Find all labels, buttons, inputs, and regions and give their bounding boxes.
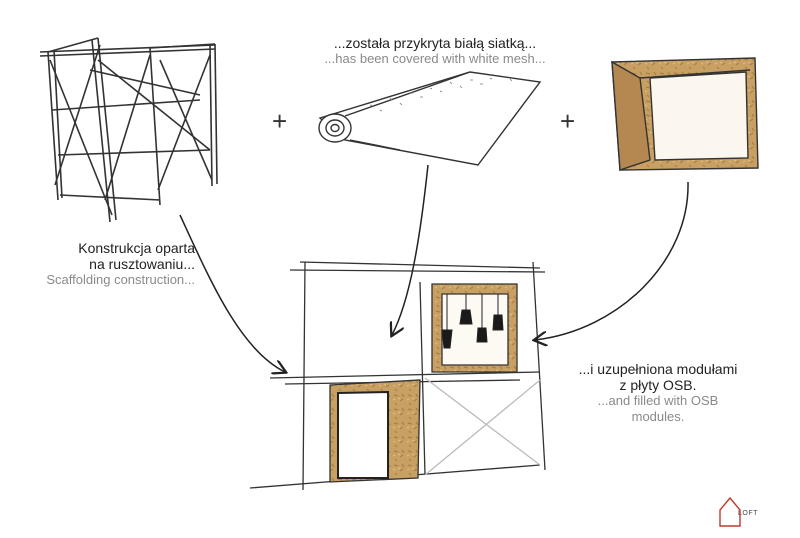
caption-scaffold-pl-1: Konstrukcja oparta [78, 240, 195, 256]
caption-scaffold-en: Scaffolding construction... [46, 272, 195, 287]
caption-mesh: ...została przykryta białą siatką... ...… [300, 35, 570, 67]
arrow-mesh [392, 164, 429, 335]
caption-osb-pl-1: ...i uzupełniona modułami [578, 361, 738, 377]
caption-scaffold-pl-2: na rusztowaniu... [89, 256, 195, 272]
scaffold-sketch [39, 37, 218, 223]
caption-mesh-pl: ...została przykryta białą siatką... [333, 35, 537, 51]
assembly-sketch [249, 261, 546, 491]
osb-cube-sketch [611, 57, 759, 171]
arrows [179, 164, 689, 372]
logo-text: LOFT [738, 510, 758, 517]
arrow-scaffold [179, 214, 285, 372]
caption-osb-pl-2: z płyty OSB. [619, 377, 697, 393]
caption-mesh-en: ...has been covered with white mesh... [324, 51, 546, 66]
caption-osb-en-2: modules. [631, 409, 685, 424]
arrow-osb [535, 181, 689, 340]
mesh-roll-sketch [318, 71, 542, 166]
caption-osb: ...i uzupełniona modułami z płyty OSB. .… [548, 361, 768, 425]
plus-sign-1: + [272, 106, 287, 136]
caption-osb-en-1: ...and filled with OSB [597, 393, 719, 408]
house-outline-icon [719, 496, 741, 527]
plus-sign-2: + [560, 106, 575, 136]
pendant-lamps [441, 294, 504, 349]
caption-scaffold: Konstrukcja oparta na rusztowaniu... Sca… [20, 240, 195, 288]
